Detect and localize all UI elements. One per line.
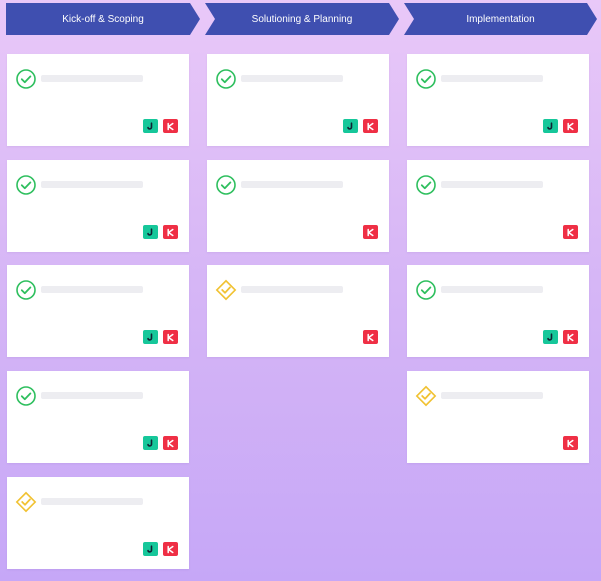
red-badge-icon[interactable] — [163, 436, 178, 450]
card-badges — [363, 225, 378, 239]
stage-label: Solutioning & Planning — [251, 13, 353, 25]
red-badge-icon[interactable] — [563, 119, 578, 133]
task-title-placeholder — [441, 181, 543, 188]
stage-header-solutioning[interactable]: Solutioning & Planning — [205, 3, 399, 35]
task-card[interactable] — [7, 477, 189, 569]
green-badge-icon[interactable] — [143, 436, 158, 450]
green-badge-icon[interactable] — [143, 330, 158, 344]
red-badge-icon[interactable] — [163, 119, 178, 133]
task-title-placeholder — [441, 392, 543, 399]
red-badge-icon[interactable] — [163, 330, 178, 344]
task-card[interactable] — [207, 54, 389, 146]
complete-check-icon — [15, 174, 37, 196]
complete-check-icon — [215, 174, 237, 196]
card-badges — [563, 225, 578, 239]
complete-check-icon — [415, 68, 437, 90]
complete-check-icon — [15, 385, 37, 407]
red-badge-icon[interactable] — [163, 542, 178, 556]
card-badges — [343, 119, 378, 133]
task-card[interactable] — [7, 265, 189, 357]
red-badge-icon[interactable] — [163, 225, 178, 239]
in-progress-diamond-icon — [215, 279, 237, 301]
green-badge-icon[interactable] — [143, 225, 158, 239]
task-card[interactable] — [7, 54, 189, 146]
green-badge-icon[interactable] — [143, 542, 158, 556]
card-badges — [143, 330, 178, 344]
red-badge-icon[interactable] — [563, 436, 578, 450]
task-title-placeholder — [441, 75, 543, 82]
red-badge-icon[interactable] — [363, 119, 378, 133]
card-badges — [143, 542, 178, 556]
stage-header-implementation[interactable]: Implementation — [404, 3, 597, 35]
task-title-placeholder — [241, 181, 343, 188]
red-badge-icon[interactable] — [363, 330, 378, 344]
stage-label: Implementation — [466, 13, 535, 25]
task-card[interactable] — [7, 160, 189, 252]
task-title-placeholder — [41, 75, 143, 82]
card-badges — [143, 436, 178, 450]
green-badge-icon[interactable] — [543, 330, 558, 344]
task-title-placeholder — [41, 286, 143, 293]
red-badge-icon[interactable] — [563, 225, 578, 239]
task-card[interactable] — [407, 54, 589, 146]
red-badge-icon[interactable] — [563, 330, 578, 344]
complete-check-icon — [15, 68, 37, 90]
card-badges — [543, 330, 578, 344]
stage-label: Kick-off & Scoping — [62, 13, 144, 25]
green-badge-icon[interactable] — [343, 119, 358, 133]
card-badges — [143, 119, 178, 133]
task-card[interactable] — [407, 371, 589, 463]
task-title-placeholder — [41, 181, 143, 188]
card-badges — [363, 330, 378, 344]
complete-check-icon — [415, 174, 437, 196]
complete-check-icon — [415, 279, 437, 301]
task-title-placeholder — [41, 392, 143, 399]
task-card[interactable] — [207, 265, 389, 357]
card-badges — [563, 436, 578, 450]
task-title-placeholder — [241, 75, 343, 82]
in-progress-diamond-icon — [15, 491, 37, 513]
task-card[interactable] — [7, 371, 189, 463]
green-badge-icon[interactable] — [143, 119, 158, 133]
stage-header-kickoff[interactable]: Kick-off & Scoping — [6, 3, 200, 35]
task-title-placeholder — [241, 286, 343, 293]
green-badge-icon[interactable] — [543, 119, 558, 133]
card-badges — [143, 225, 178, 239]
task-card[interactable] — [407, 265, 589, 357]
complete-check-icon — [215, 68, 237, 90]
complete-check-icon — [15, 279, 37, 301]
card-badges — [543, 119, 578, 133]
task-title-placeholder — [41, 498, 143, 505]
task-title-placeholder — [441, 286, 543, 293]
task-card[interactable] — [207, 160, 389, 252]
in-progress-diamond-icon — [415, 385, 437, 407]
task-card[interactable] — [407, 160, 589, 252]
red-badge-icon[interactable] — [363, 225, 378, 239]
